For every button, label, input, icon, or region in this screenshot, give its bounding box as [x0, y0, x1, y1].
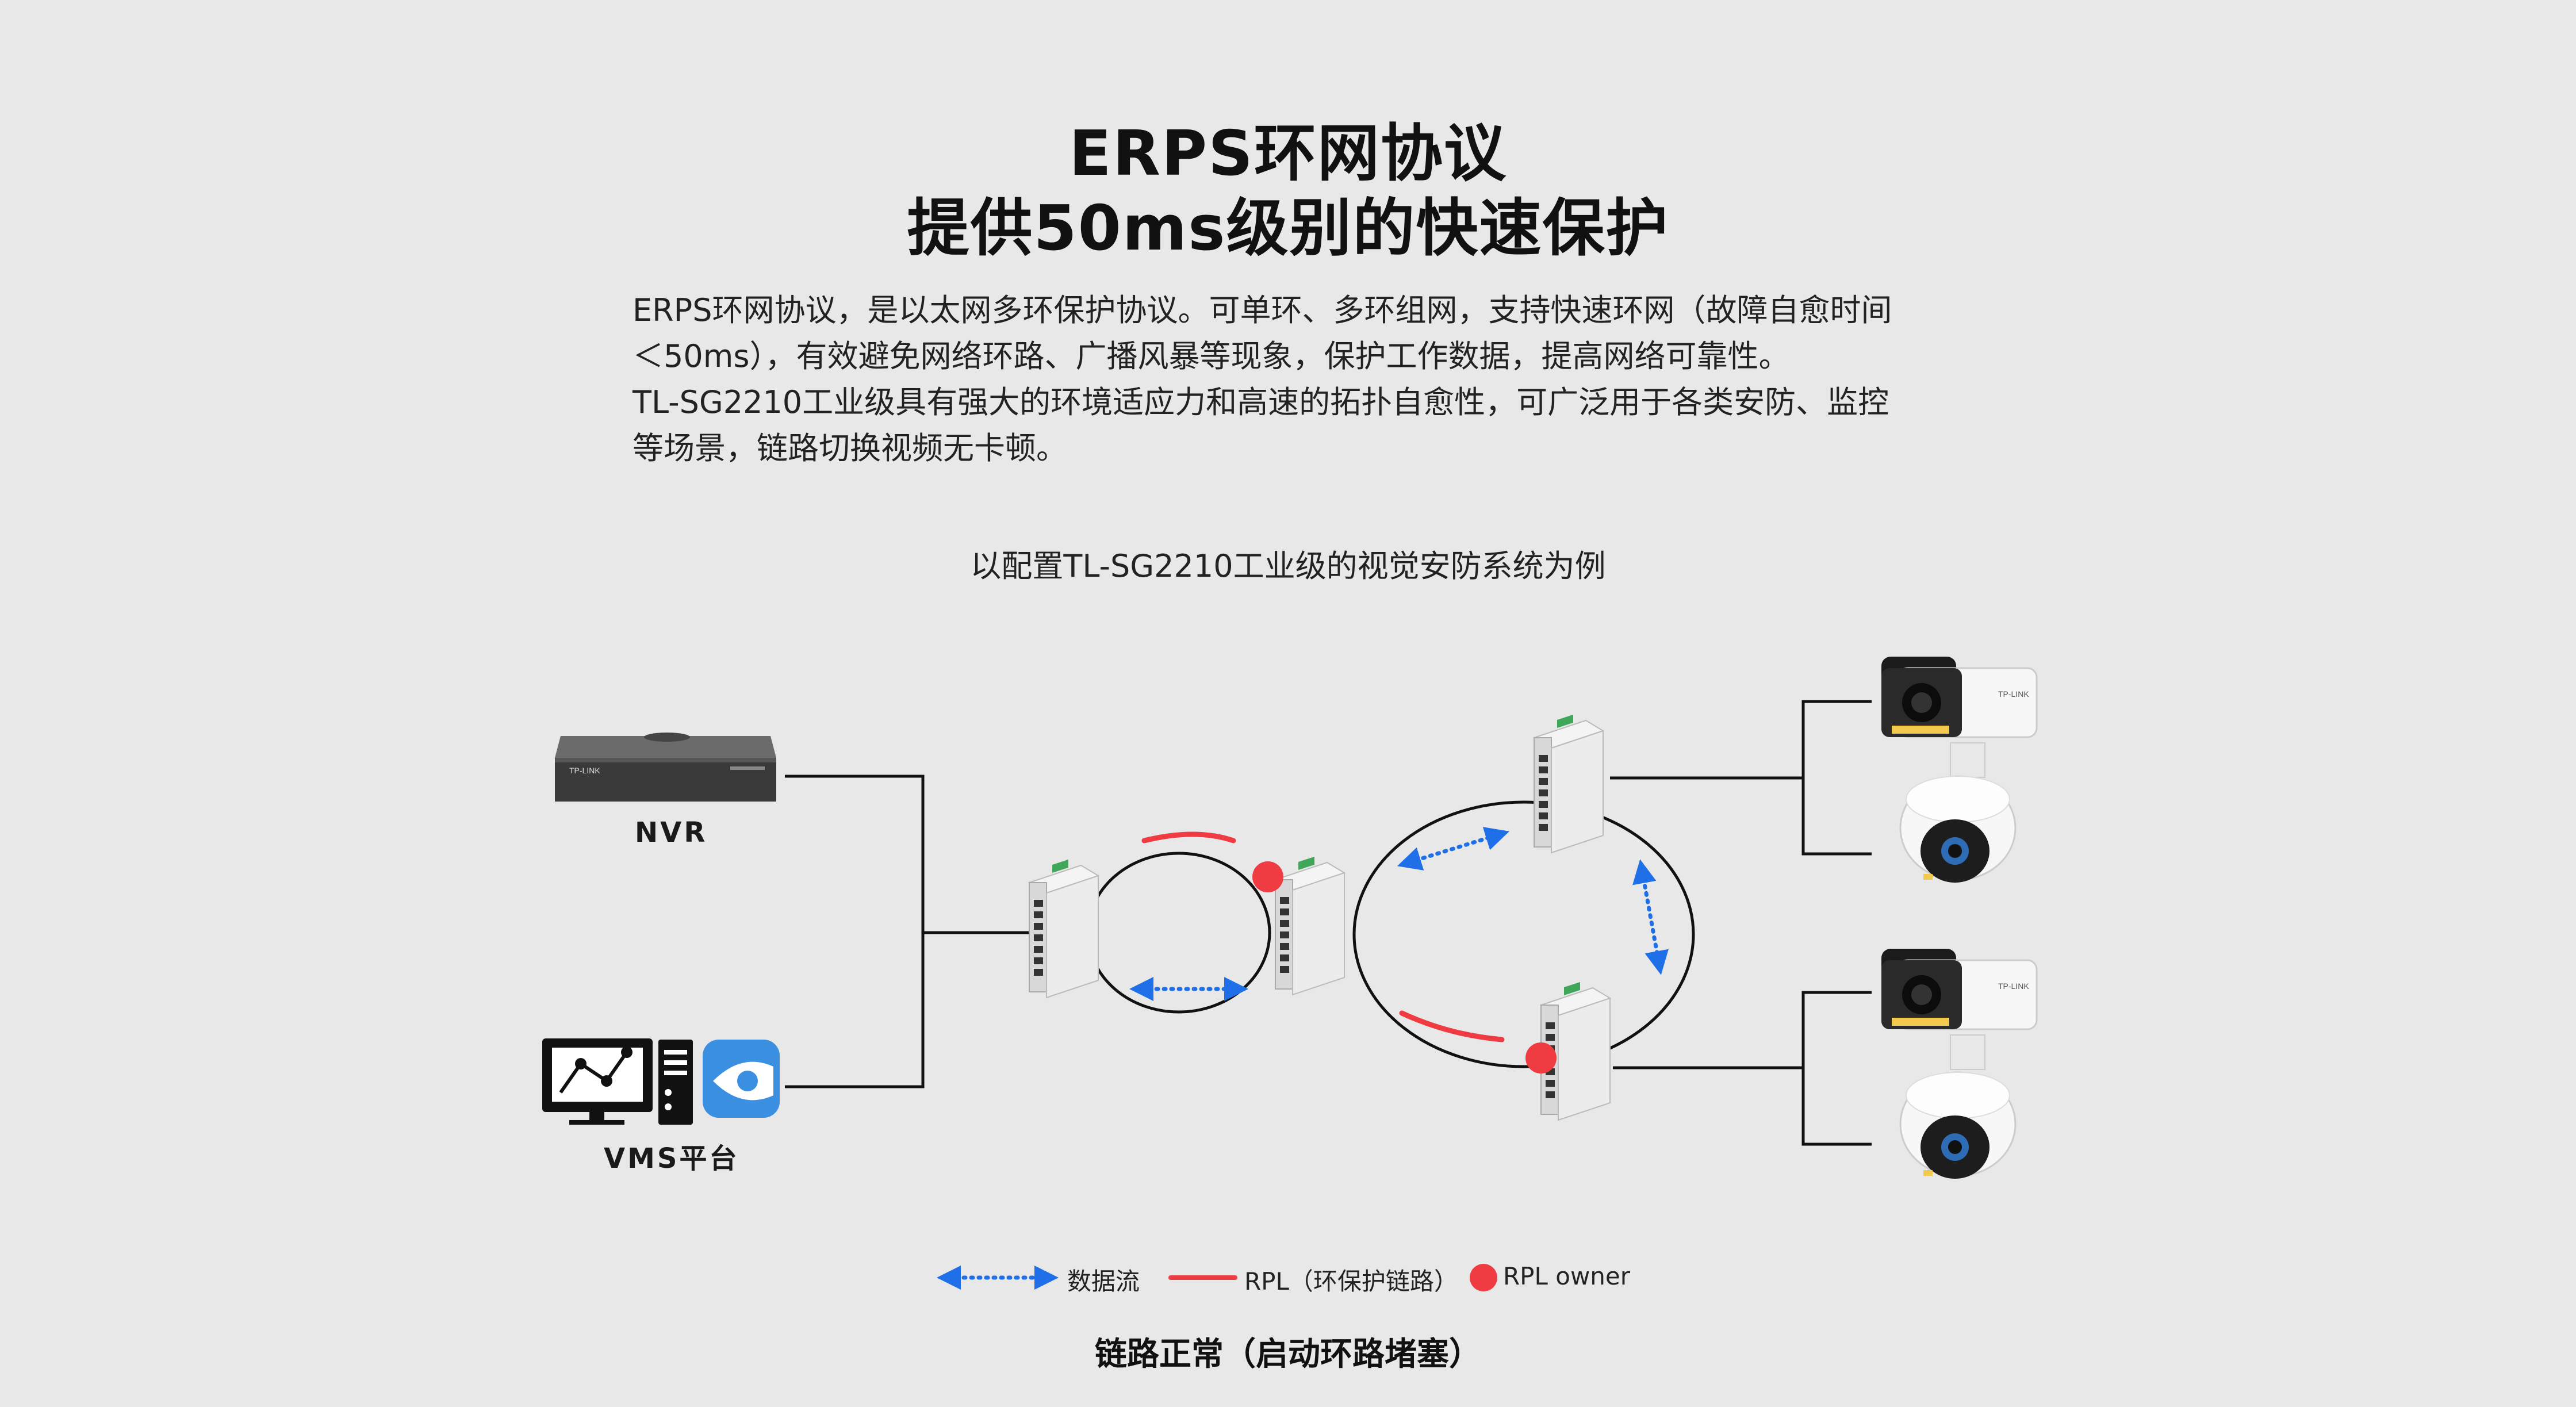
bullet-camera-1 [1880, 655, 2038, 779]
nvr-brand-label: TP-LINK [569, 766, 600, 775]
dome-camera-2 [1899, 1071, 2017, 1180]
intro-line: 等场景，链路切换视频无卡顿。 [632, 430, 1067, 466]
intro-line: ＜50ms），有效避免网络环路、广播风暴等现象，保护工作数据，提高网络可靠性。 [632, 338, 1790, 374]
rpl-owner-dot-2 [1525, 1042, 1557, 1074]
vms-platform-device [542, 1038, 780, 1125]
ring-2 [1352, 800, 1695, 1068]
data-flow-arrow-ring-2-right [1632, 859, 1669, 975]
rpl-link-ring-2 [1399, 1010, 1505, 1042]
legend-data-flow-label: 数据流 [1067, 1267, 1140, 1295]
legend-rpl-label: RPL（环保护链路） [1244, 1267, 1458, 1295]
title-line-2: 提供50ms级别的快速保护 [907, 193, 1669, 264]
vms-label: VMS平台 [604, 1143, 739, 1175]
diagram-caption: 链路正常（启动环路堵塞） [1095, 1336, 1481, 1373]
camera-trunk-lines [1610, 700, 1872, 1146]
nvr-label: NVR [635, 816, 708, 849]
diagram-subtitle: 以配置TL-SG2210工业级的视觉安防系统为例 [970, 548, 1606, 584]
data-flow-arrow-ring-2-top [1397, 827, 1510, 871]
camera-brand-label: TP-LINK [1998, 689, 2029, 699]
switch-left [1029, 858, 1099, 998]
switch-top-right [1534, 714, 1604, 853]
title-line-1: ERPS环网协议 [1069, 118, 1507, 190]
bullet-camera-2 [1880, 948, 2038, 1071]
rpl-link-ring-1 [1141, 831, 1236, 844]
rpl-owner-dot-1 [1252, 861, 1283, 892]
intro-line: ERPS环网协议，是以太网多环保护协议。可单环、多环组网，支持快速环网（故障自愈… [632, 292, 1892, 328]
legend-rpl-owner-label: RPL owner [1503, 1262, 1631, 1290]
intro-paragraph: ERPS环网协议，是以太网多环保护协议。可单环、多环组网，支持快速环网（故障自愈… [632, 287, 1955, 471]
legend-rpl-owner-mark [1470, 1264, 1497, 1291]
left-trunk-lines [785, 775, 1029, 1088]
camera-brand-label: TP-LINK [1998, 982, 2029, 991]
nvr-device: TP-LINK [555, 733, 776, 802]
switch-center [1275, 856, 1345, 995]
intro-line: TL-SG2210工业级具有强大的环境适应力和高速的拓扑自愈性，可广泛用于各类安… [632, 384, 1889, 420]
dome-camera-1 [1899, 775, 2017, 884]
